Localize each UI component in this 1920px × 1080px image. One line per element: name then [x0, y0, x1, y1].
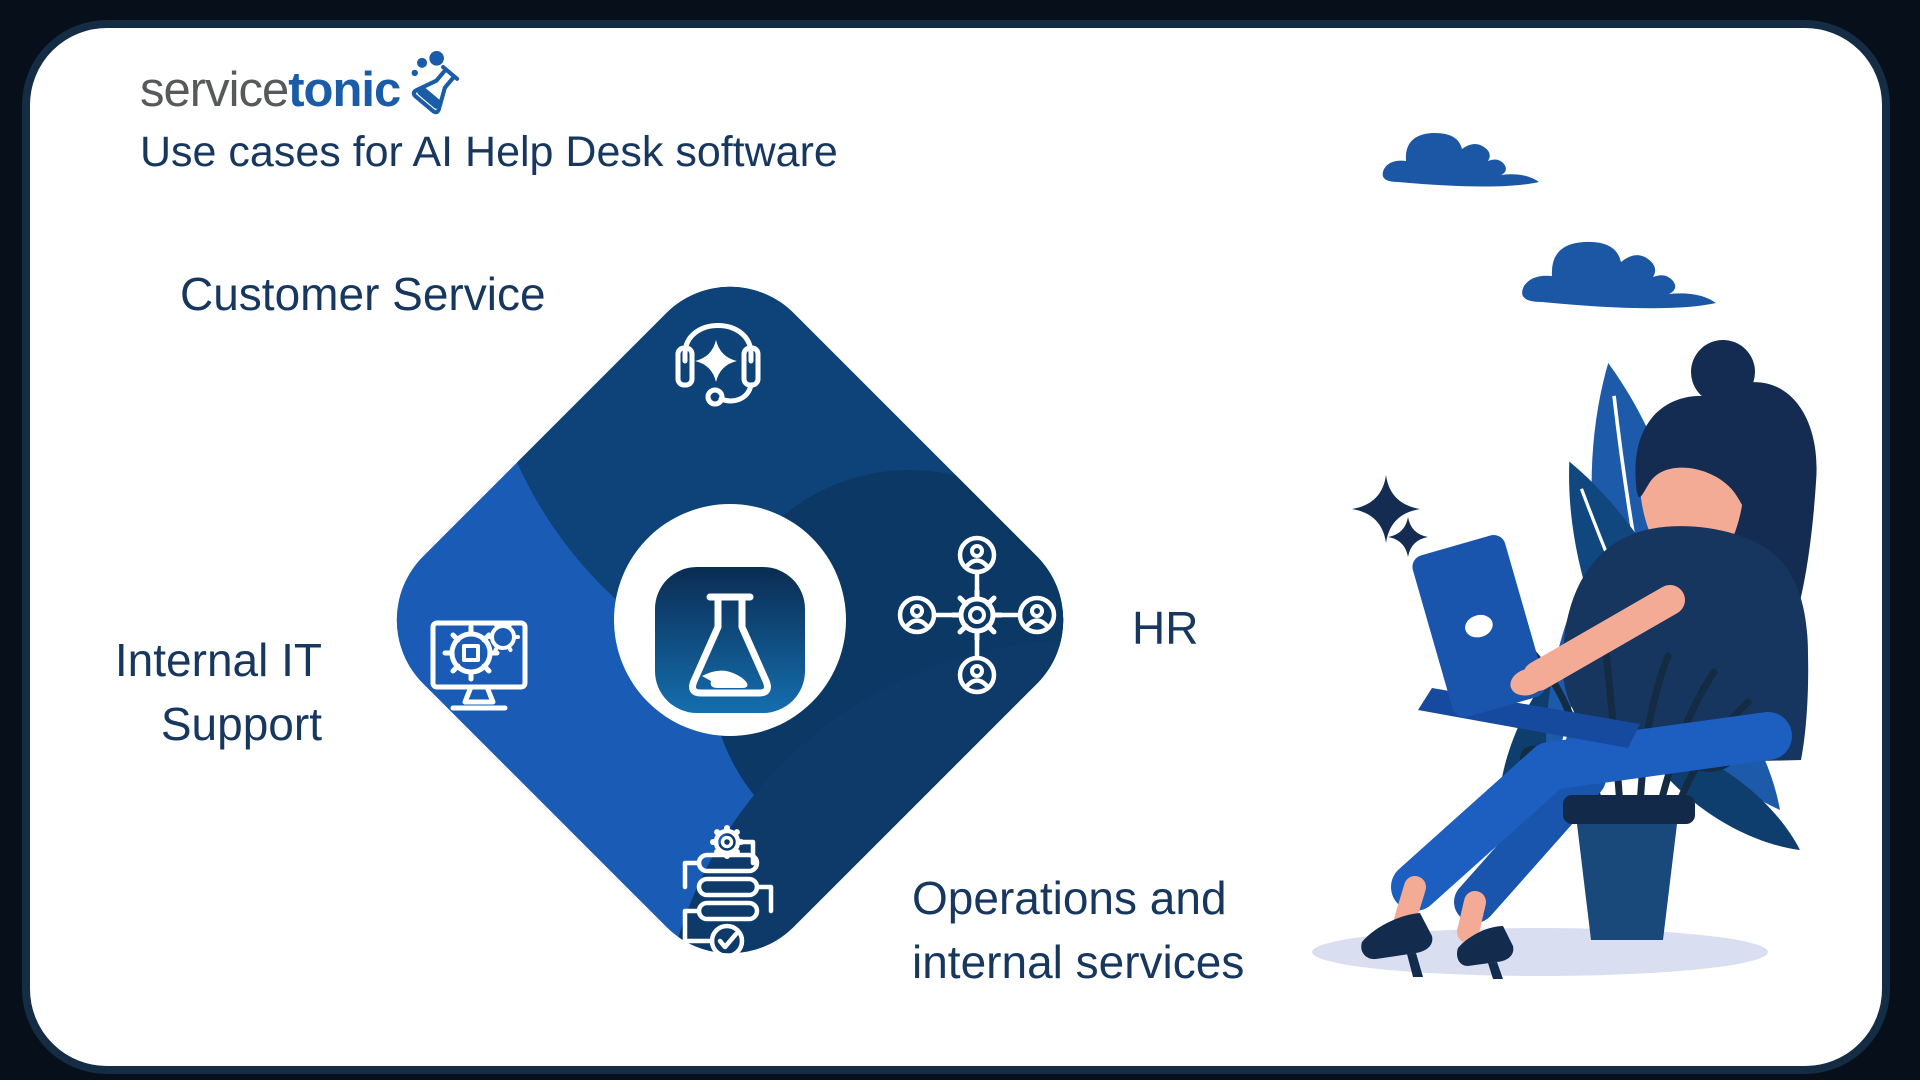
- woman-on-laptop-illustration: [1312, 132, 1817, 979]
- page-title: Use cases for AI Help Desk software: [140, 128, 838, 176]
- monitor-gears-icon: [430, 620, 528, 711]
- logo-service-text: service: [140, 63, 289, 117]
- people-network-icon: [897, 535, 1057, 695]
- label-hr: HR: [1132, 602, 1199, 654]
- label-operations: Operations and internal services: [912, 872, 1245, 988]
- high-heel-shoes: [1361, 913, 1514, 979]
- laptop: [1412, 535, 1640, 748]
- label-internal-it-support: Internal IT Support: [114, 634, 322, 750]
- workflow-checklist-icon: [682, 825, 774, 959]
- label-customer-service: Customer Service: [180, 268, 546, 320]
- logo-tonic-text: tonic: [288, 63, 401, 117]
- sparkle-icon: [1352, 475, 1428, 557]
- cloud-icon: [1382, 132, 1539, 187]
- flask-with-bubbles-icon: [411, 51, 460, 115]
- use-case-diamond-diagram: [396, 249, 1101, 991]
- headset-sparkle-icon: [675, 323, 761, 407]
- arm-hand: [1510, 552, 1712, 696]
- flask-app-icon: [655, 567, 805, 713]
- plant-pot: [1563, 795, 1695, 940]
- cloud-icon: [1522, 241, 1716, 309]
